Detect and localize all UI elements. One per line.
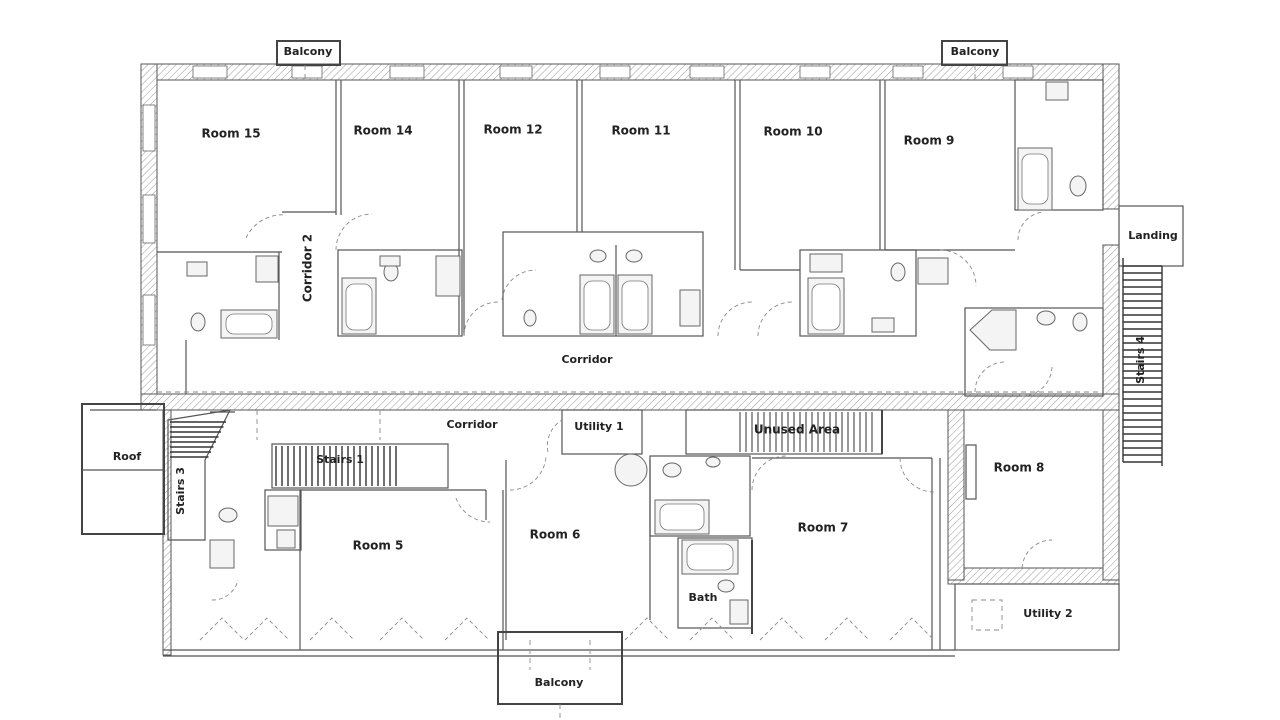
label-balcony-right: Balcony xyxy=(951,45,1000,58)
left-windows xyxy=(142,104,156,346)
roof xyxy=(81,403,165,535)
upper-wall-right-lower xyxy=(1102,244,1120,412)
upper-doors xyxy=(157,211,1103,397)
label-room-6: Room 6 xyxy=(530,528,581,542)
window-bay xyxy=(309,617,355,641)
label-balcony-bottom: Balcony xyxy=(535,676,584,689)
label-roof: Roof xyxy=(113,450,142,463)
balcony-bottom xyxy=(497,631,623,705)
window-bay xyxy=(824,617,870,641)
label-unused-area: Unused Area xyxy=(754,423,840,437)
upper-wing xyxy=(140,40,1184,412)
label-utility-1: Utility 1 xyxy=(574,420,623,433)
label-stairs-3: Stairs 3 xyxy=(174,467,187,515)
room8-wall-bottom xyxy=(947,567,1120,585)
upper-wall-right xyxy=(1102,63,1120,210)
label-balcony-left: Balcony xyxy=(284,45,333,58)
balcony-top-left xyxy=(276,40,341,66)
label-stairs-1: Stairs 1 xyxy=(316,453,364,466)
label-bath: Bath xyxy=(689,591,718,604)
label-room-15: Room 15 xyxy=(201,127,260,141)
stairs-4 xyxy=(1122,258,1163,466)
upper-fixtures xyxy=(186,81,1088,351)
window-bay xyxy=(379,617,425,641)
room8-wall-right xyxy=(1102,409,1120,581)
label-room-14: Room 14 xyxy=(353,124,412,138)
label-room-11: Room 11 xyxy=(611,124,670,138)
window-bay xyxy=(759,617,805,641)
label-room-7: Room 7 xyxy=(798,521,849,535)
stairs-3-shape xyxy=(167,409,232,541)
window-bay xyxy=(624,617,670,641)
window-bay xyxy=(689,617,735,641)
label-landing: Landing xyxy=(1128,229,1178,242)
label-stairs-4: Stairs 4 xyxy=(1134,336,1147,384)
label-room-12: Room 12 xyxy=(483,123,542,137)
window-bay xyxy=(889,617,935,641)
window-bay xyxy=(199,617,245,641)
stairs-1-box xyxy=(271,443,449,489)
upper-partitions xyxy=(157,79,1104,397)
window-bay xyxy=(444,617,490,641)
window-bay xyxy=(244,617,290,641)
utility-1-box xyxy=(561,409,643,455)
lower-wing xyxy=(162,409,1120,720)
label-room-8: Room 8 xyxy=(994,461,1045,475)
label-utility-2: Utility 2 xyxy=(1023,607,1072,620)
label-room-10: Room 10 xyxy=(763,125,822,139)
label-corridor-main: Corridor xyxy=(561,353,613,366)
label-room-9: Room 9 xyxy=(904,134,955,148)
label-room-5: Room 5 xyxy=(353,539,404,553)
label-corridor-lower: Corridor xyxy=(446,418,498,431)
label-corridor-2: Corridor 2 xyxy=(301,234,315,302)
labels: Room 15 Room 14 Room 12 Room 11 Room 10 … xyxy=(113,45,1178,689)
top-windows xyxy=(192,65,1034,79)
balcony-top-right xyxy=(941,40,1008,66)
utility-2-box xyxy=(954,583,1120,651)
room8-wall-left xyxy=(947,409,965,581)
